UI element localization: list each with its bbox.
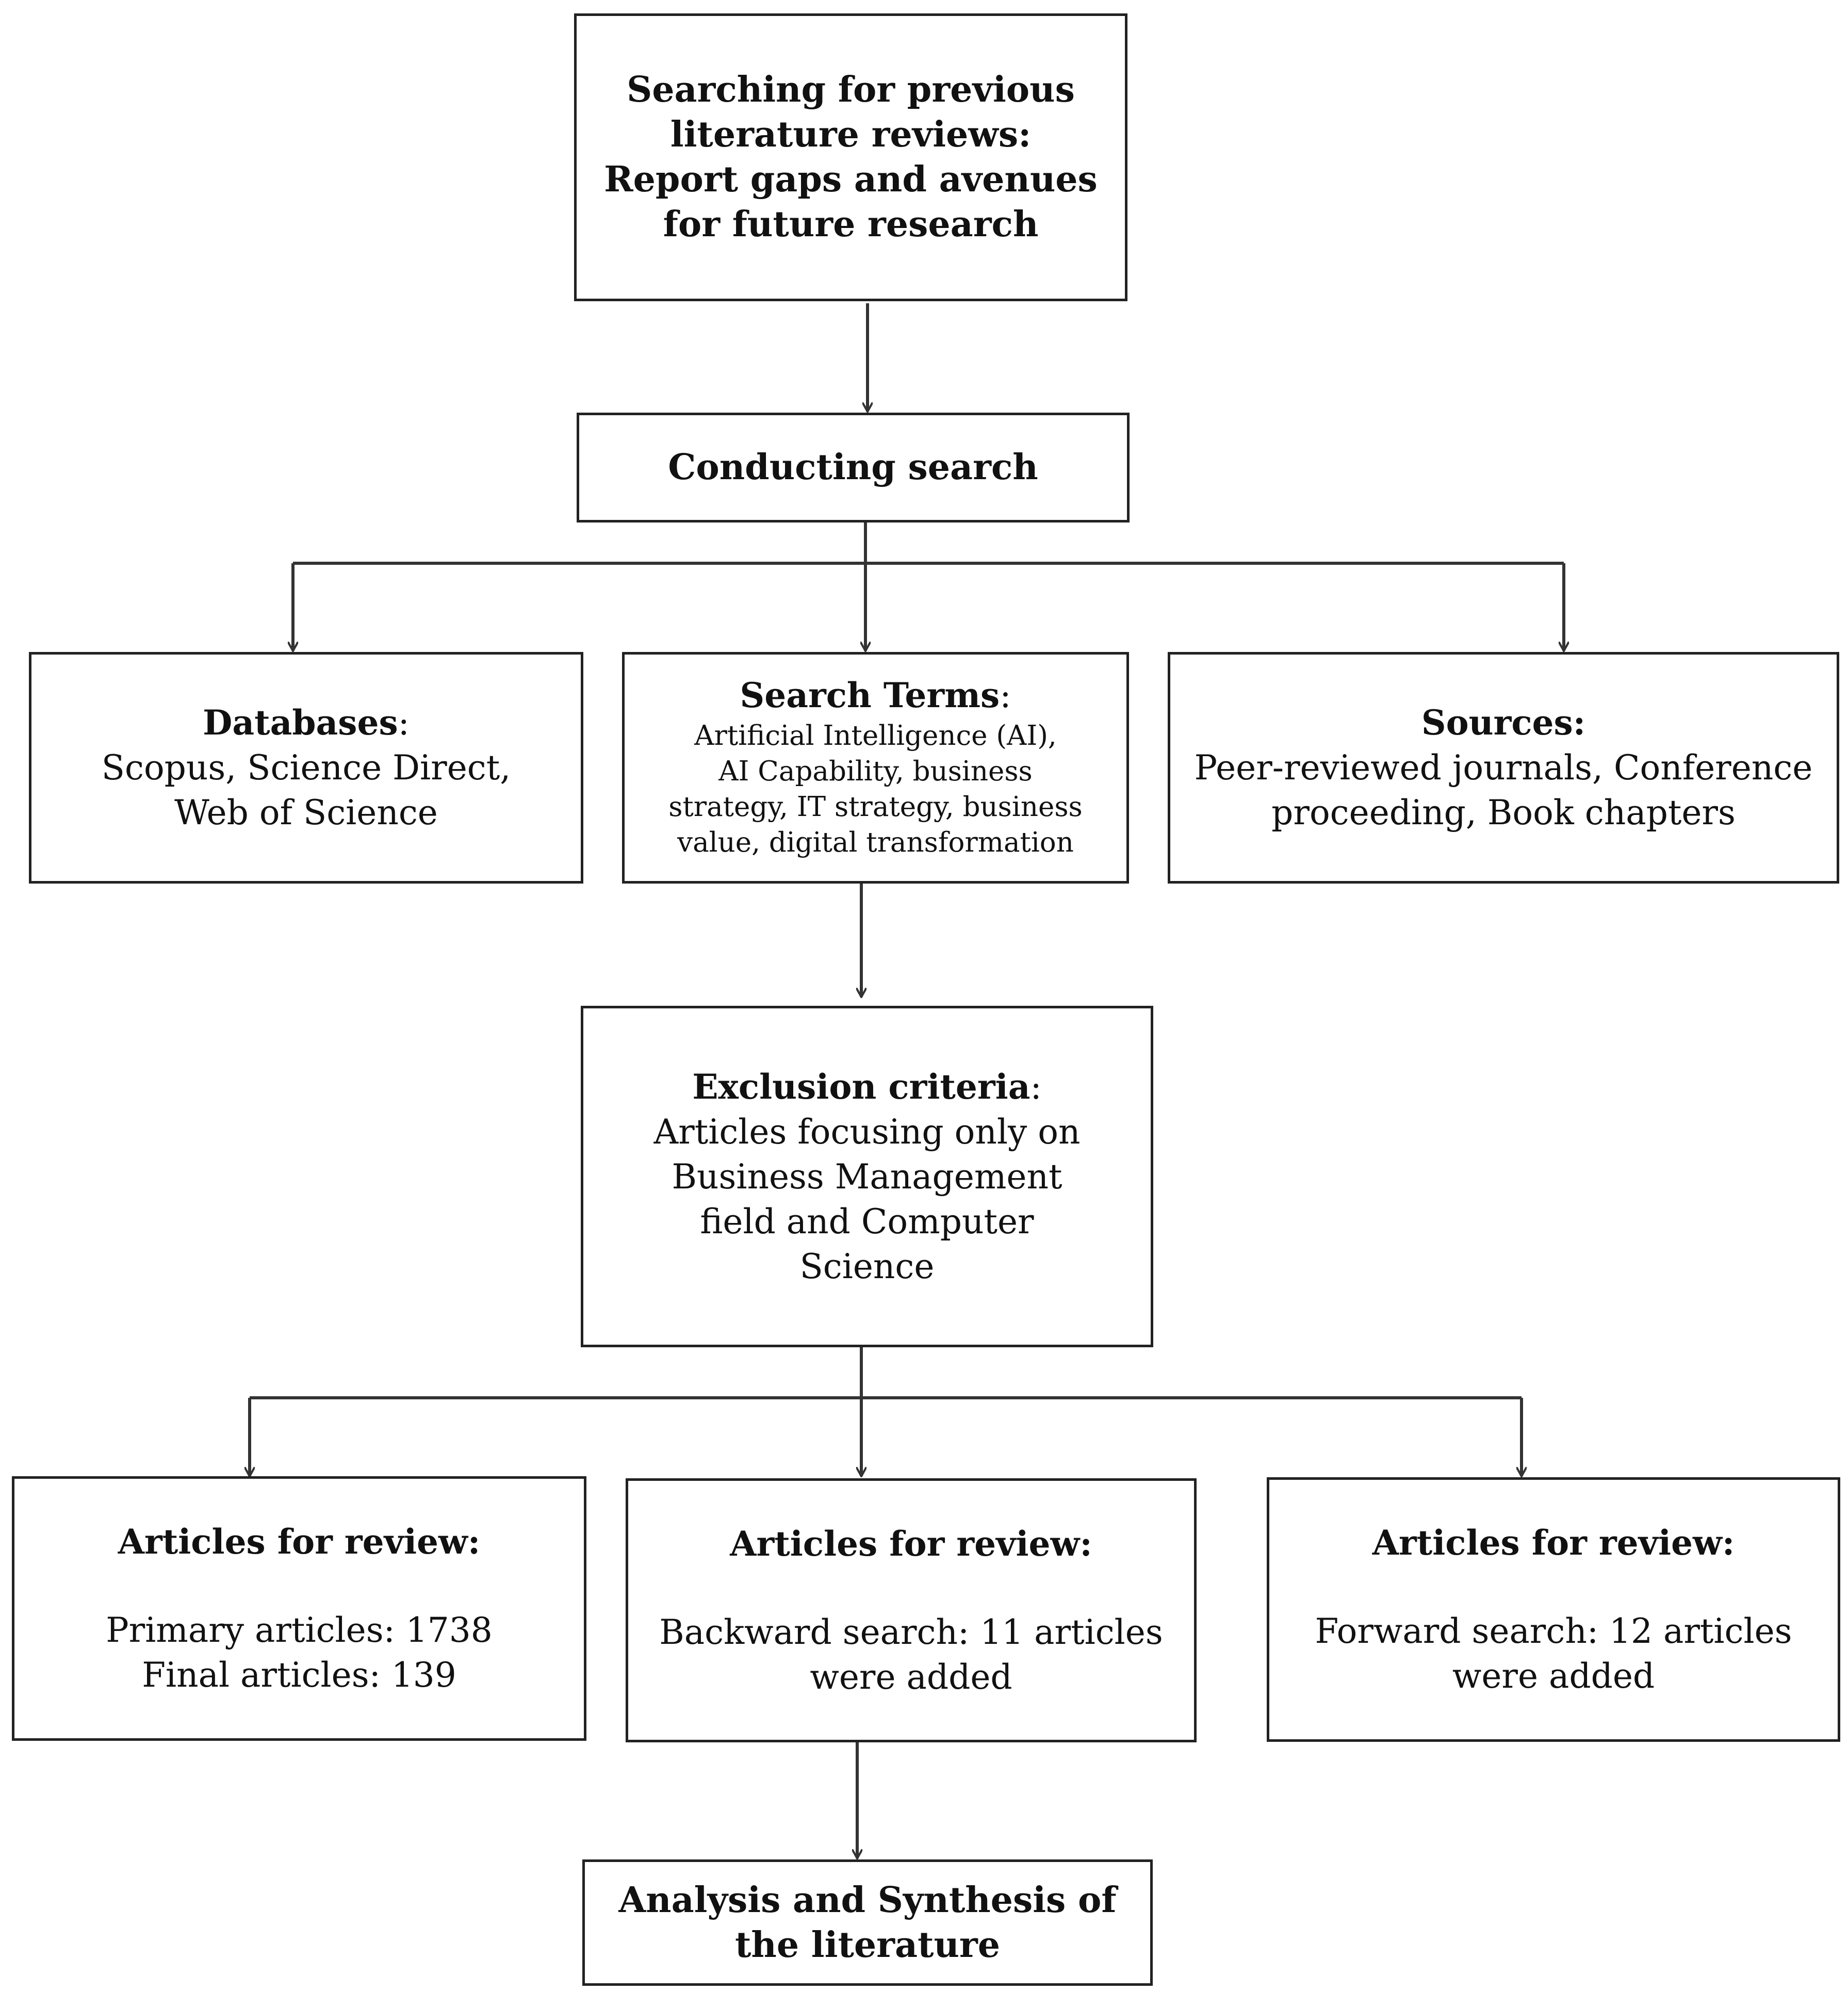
review-forward-box: Articles for review: Forward search: 12 … [1267,1477,1840,1742]
conducting-search-label: Conducting search [668,447,1038,488]
search-terms-line-3: strategy, IT strategy, business [668,791,1083,823]
search-box-line-4: for future research [663,204,1039,245]
search-terms-heading-colon: : [1000,676,1011,715]
review-backward-line-2: were added [810,1657,1012,1697]
review-primary-box: Articles for review: Primary articles: 1… [12,1476,586,1741]
search-terms-box: Search Terms: Artificial Intelligence (A… [622,652,1129,884]
sources-heading: Sources: [1421,703,1586,743]
search-terms-heading-line: Search Terms: [740,673,1011,718]
review-backward-heading: Articles for review: [730,1523,1092,1564]
databases-heading-colon: : [398,703,410,743]
search-terms-line-2: AI Capability, business [718,756,1033,787]
databases-heading: Databases [203,703,398,743]
databases-line-1: Scopus, Science Direct, [101,748,511,788]
analysis-line-1: Analysis and Synthesis of [618,1879,1117,1921]
search-terms-line-4: value, digital transformation [677,827,1074,858]
exclusion-line-1: Articles focusing only on [653,1112,1081,1152]
databases-box: Databases: Scopus, Science Direct, Web o… [29,652,583,884]
exclusion-heading-colon: : [1030,1067,1042,1107]
analysis-synthesis-box: Analysis and Synthesis of the literature [582,1859,1153,1986]
exclusion-heading-line: Exclusion criteria: [692,1065,1041,1109]
conducting-search-box: Conducting search [577,413,1130,523]
analysis-line-2: the literature [735,1924,1000,1966]
search-terms-line-1: Artificial Intelligence (AI), [694,720,1057,752]
exclusion-criteria-box: Exclusion criteria: Articles focusing on… [581,1006,1153,1347]
exclusion-line-4: Science [799,1246,935,1286]
search-box-line-2: literature reviews: [670,114,1032,155]
review-forward-line-2: were added [1452,1656,1655,1696]
review-backward-box: Articles for review: Backward search: 11… [626,1478,1197,1742]
review-backward-line-1: Backward search: 11 articles [659,1612,1163,1652]
review-forward-heading: Articles for review: [1372,1523,1735,1563]
search-box-line-1: Searching for previous [627,69,1075,110]
review-primary-line-1: Primary articles: 1738 [106,1610,493,1650]
exclusion-line-3: field and Computer [700,1201,1034,1242]
search-previous-reviews-box: Searching for previous literature review… [574,13,1127,301]
review-primary-heading: Articles for review: [118,1522,481,1562]
review-forward-line-1: Forward search: 12 articles [1315,1611,1792,1651]
search-box-line-3: Report gaps and avenues [604,159,1098,200]
sources-line-2: proceeding, Book chapters [1271,793,1736,832]
review-primary-line-2: Final articles: 139 [142,1655,456,1695]
databases-heading-line: Databases: [203,700,410,745]
exclusion-heading: Exclusion criteria [692,1066,1031,1107]
sources-box: Sources: Peer-reviewed journals, Confere… [1168,652,1839,884]
sources-line-1: Peer-reviewed journals, Conference [1194,748,1813,788]
databases-line-2: Web of Science [174,793,438,832]
exclusion-line-2: Business Management [672,1156,1062,1197]
search-terms-heading: Search Terms [740,675,1000,715]
